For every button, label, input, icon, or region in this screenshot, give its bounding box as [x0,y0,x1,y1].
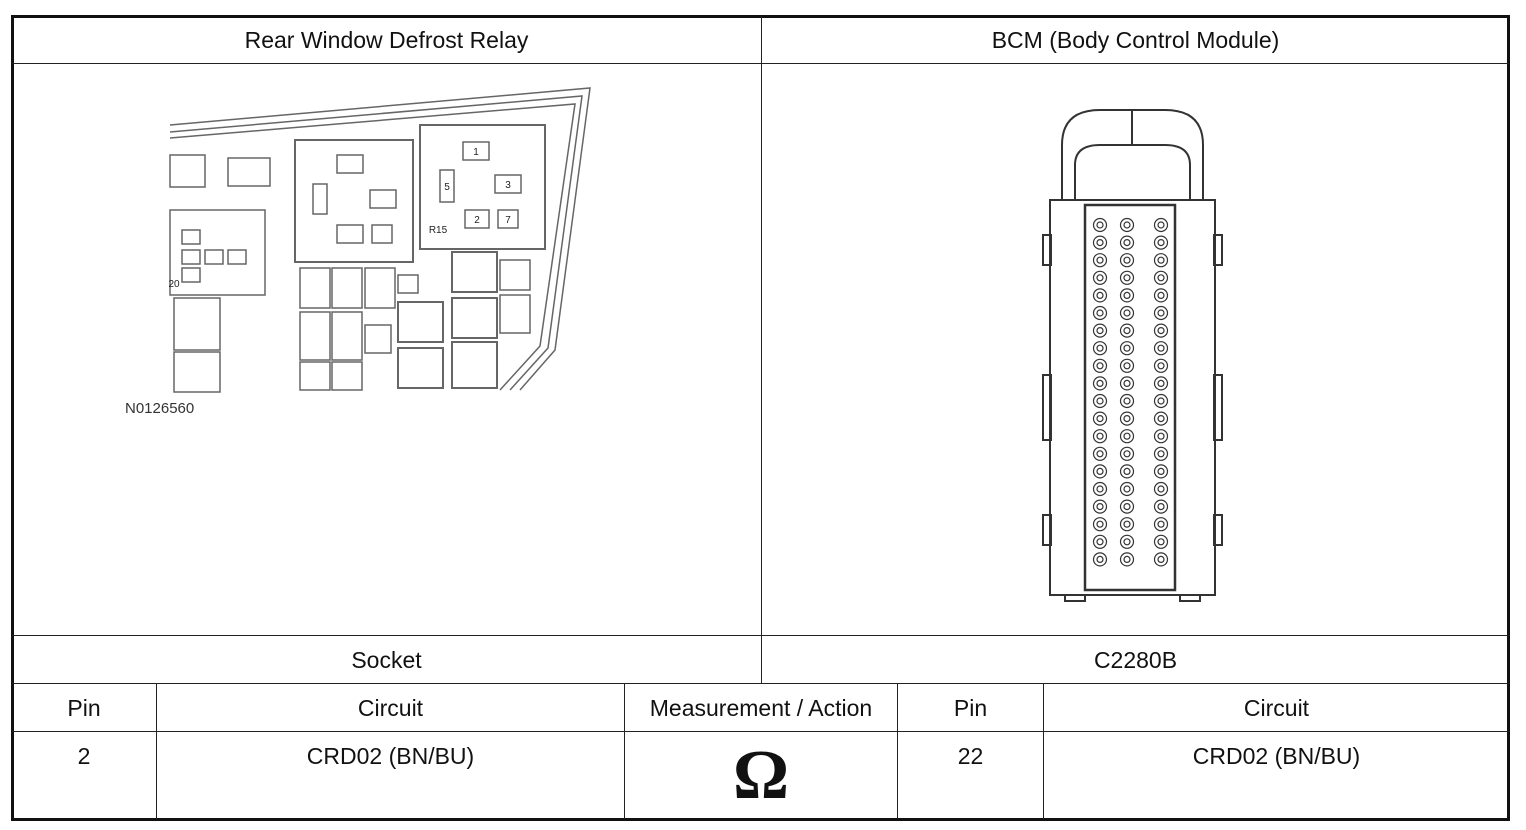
connector-pin-contact [1123,485,1131,493]
bcm-connector-label: C2280B [1093,647,1178,673]
connector-pin-contact [1123,379,1131,387]
pinpoint-test-table [11,15,1510,821]
connector-pin-contact [1096,503,1104,511]
row-pin-b: 22 [957,743,984,769]
connector-pin-contact [1157,485,1165,493]
col-divider-2 [624,684,625,819]
connector-pin-contact [1096,432,1104,440]
side-number-label: 20 [168,279,180,290]
connector-pin-contact [1096,344,1104,352]
header-divider [12,63,1509,64]
connector-pin-contact [1096,538,1104,546]
col-divider-3 [897,684,898,819]
connector-pin-contact [1096,274,1104,282]
connector-pin-contact [1157,362,1165,370]
connector-pin-contact [1123,291,1131,299]
relay-position-label: R15 [429,225,448,236]
connector-pin-contact [1096,450,1104,458]
relay-title: Rear Window Defrost Relay [244,27,529,53]
col-divider-4 [1043,684,1044,819]
connector-pin-contact [1123,520,1131,528]
connector-pin-contact [1096,362,1104,370]
bcm-connector-diagram [1042,109,1223,602]
connector-pin-contact [1096,485,1104,493]
row-circuit-a: CRD02 (BN/BU) [306,743,475,769]
connector-pin-contact [1096,256,1104,264]
connector-pin-contact [1157,256,1165,264]
connector-pin-contact [1157,327,1165,335]
diagram-divider [12,635,1509,636]
connector-pin-contact [1157,503,1165,511]
connector-pin-contact [1123,221,1131,229]
center-divider [761,16,762,684]
connector-pin-contact [1096,309,1104,317]
relay-terminal-1: 1 [473,147,479,158]
relay-connector-label: Socket [351,647,422,673]
connector-pin-contact [1157,291,1165,299]
ohmmeter-symbol: Ω [732,737,790,814]
header-measurement-action: Measurement / Action [649,695,873,721]
row-circuit-b: CRD02 (BN/BU) [1192,743,1361,769]
connector-pin-contact [1157,467,1165,475]
connector-pin-contact [1123,344,1131,352]
header-pin-b: Pin [953,695,988,721]
connector-pin-contact [1096,467,1104,475]
header-pin-a: Pin [67,695,101,721]
connector-pin-contact [1096,520,1104,528]
relay-terminal-7: 7 [505,215,511,226]
connector-pin-contact [1123,538,1131,546]
connector-pin-contact [1157,344,1165,352]
col-divider-1 [156,684,157,819]
connector-pin-contact [1157,432,1165,440]
connector-pin-contact [1123,274,1131,282]
connector-pin-contact [1096,291,1104,299]
connector-pin-contact [1096,327,1104,335]
connector-pin-contact [1157,415,1165,423]
connector-pin-contact [1157,274,1165,282]
connector-pin-contact [1123,397,1131,405]
connector-pin-contact [1096,397,1104,405]
connector-pin-contact [1123,450,1131,458]
connector-divider [12,683,1509,684]
connector-pin-contact [1123,239,1131,247]
connector-pin-contact [1157,239,1165,247]
connector-pin-contact [1123,362,1131,370]
connector-pin-contact [1157,221,1165,229]
connector-pin-contact [1096,555,1104,563]
connector-pin-contact [1123,503,1131,511]
connector-pin-contact [1096,415,1104,423]
figure-code: N0126560 [125,400,195,417]
row-pin-a: 2 [77,743,91,769]
header-circuit-b: Circuit [1243,695,1310,721]
connector-pin-contact [1123,432,1131,440]
connector-pin-contact [1123,256,1131,264]
relay-terminal-2: 2 [474,215,480,226]
connector-pin-contact [1123,415,1131,423]
bcm-title: BCM (Body Control Module) [991,27,1280,53]
connector-pin-contact [1157,450,1165,458]
connector-pin-contact [1157,520,1165,528]
connector-pin-contact [1157,538,1165,546]
relay-fuse-box-diagram: 1 5 3 2 7 R15 20 [168,87,591,393]
connector-pin-contact [1123,555,1131,563]
connector-pin-contact [1123,467,1131,475]
connector-pin-contact [1123,327,1131,335]
connector-pin-contact [1157,555,1165,563]
relay-terminal-3: 3 [505,180,511,191]
connector-pin-contact [1157,309,1165,317]
connector-pin-contact [1096,221,1104,229]
table-header-divider [12,731,1509,732]
connector-pin-contact [1157,397,1165,405]
header-circuit-a: Circuit [357,695,424,721]
connector-pin-contact [1157,379,1165,387]
connector-pin-contact [1123,309,1131,317]
connector-pin-contact [1096,379,1104,387]
connector-pin-contact [1096,239,1104,247]
relay-terminal-5: 5 [444,182,450,193]
